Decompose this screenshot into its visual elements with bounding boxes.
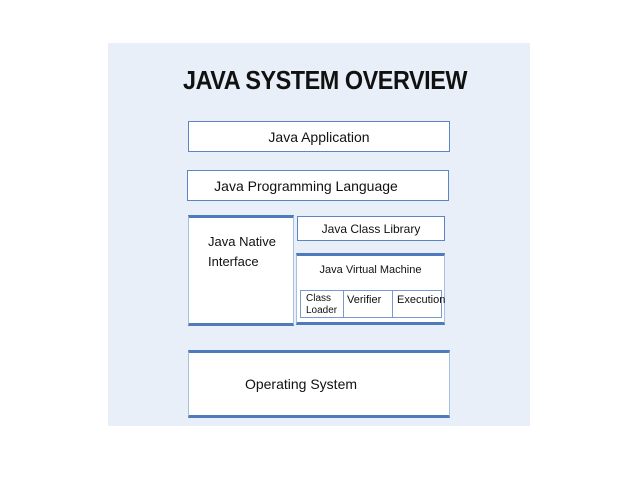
verifier-label: Verifier <box>347 294 382 306</box>
java-application-layer: Java Application <box>188 121 450 152</box>
operating-system-label: Operating System <box>244 376 358 392</box>
java-class-library-label: Java Class Library <box>321 221 421 236</box>
java-application-label: Java Application <box>268 128 370 145</box>
execution-label: Execution <box>397 294 446 306</box>
verifier-box: Verifier <box>343 290 393 318</box>
java-programming-language-label: Java Programming Language <box>214 177 398 194</box>
diagram-title: JAVA SYSTEM OVERVIEW <box>183 65 467 95</box>
class-loader-label-line2: Loader <box>306 305 338 316</box>
java-virtual-machine-label: Java Virtual Machine <box>319 264 422 276</box>
execution-box: Execution <box>392 290 446 318</box>
class-loader-label-line1: Class <box>306 293 332 304</box>
class-loader-box: Class Loader <box>300 290 344 318</box>
java-native-interface-label-line1: Java Native <box>208 234 276 249</box>
java-native-interface-box: Java Native Interface <box>188 215 294 326</box>
operating-system-layer: Operating System <box>188 350 450 418</box>
java-native-interface-label-line2: Interface <box>208 254 259 269</box>
java-programming-language-layer: Java Programming Language <box>187 170 449 201</box>
java-class-library-box: Java Class Library <box>297 216 445 241</box>
